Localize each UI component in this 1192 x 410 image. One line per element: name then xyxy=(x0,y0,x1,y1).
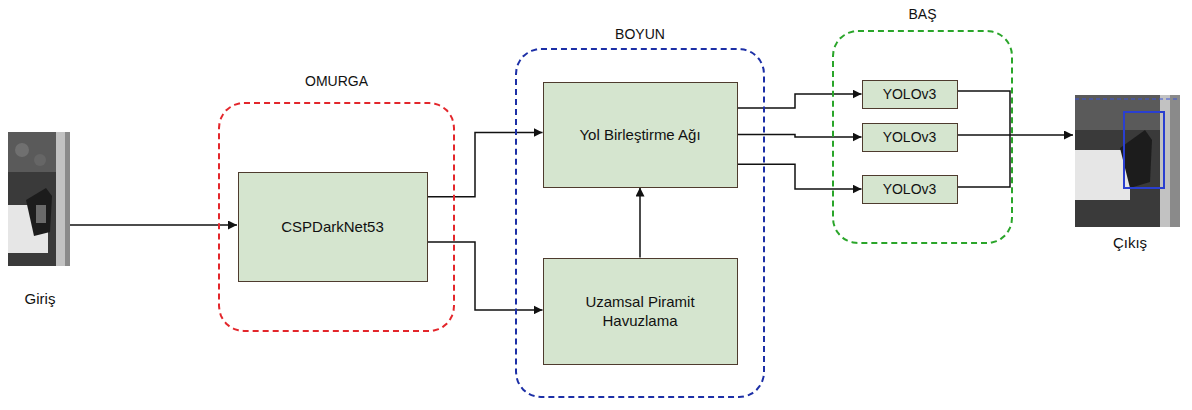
image-caption: Çıkış xyxy=(1113,234,1147,251)
merge-wire xyxy=(958,135,1010,187)
input-image xyxy=(8,132,70,266)
process-box: Yol Birleştirme Ağı xyxy=(543,82,738,188)
flow-arrow xyxy=(428,132,543,196)
process-box: Uzamsal Piramit Havuzlama xyxy=(543,258,738,365)
box-label: CSPDarkNet53 xyxy=(281,217,384,237)
box-label: YOLOv3 xyxy=(883,128,937,146)
box-label: Uzamsal Piramit Havuzlama xyxy=(565,292,715,331)
merge-wire xyxy=(958,91,1010,135)
process-box: YOLOv3 xyxy=(862,80,958,109)
process-box: YOLOv3 xyxy=(862,123,958,152)
flow-arrow xyxy=(738,164,862,189)
output-image xyxy=(1075,95,1180,227)
process-box: YOLOv3 xyxy=(862,175,958,204)
box-label: YOLOv3 xyxy=(883,180,937,198)
group-heading: BAŞ xyxy=(834,5,1011,23)
group-heading: BOYUN xyxy=(517,25,763,43)
input-arrow xyxy=(70,224,237,226)
box-label: YOLOv3 xyxy=(883,85,937,103)
box-label: Yol Birleştirme Ağı xyxy=(579,125,700,145)
output-arrow xyxy=(958,134,1073,136)
group-heading: OMURGA xyxy=(220,72,453,90)
image-caption: Giriş xyxy=(25,290,56,307)
dashed-group-frame: BAŞYOLOv3YOLOv3YOLOv3 xyxy=(832,30,1013,244)
process-box: CSPDarkNet53 xyxy=(238,172,428,282)
dashed-group-frame: BOYUNYol Birleştirme AğıUzamsal Piramit … xyxy=(515,48,765,398)
dashed-group-frame: OMURGACSPDarkNet53 xyxy=(218,102,455,332)
flow-arrow xyxy=(428,242,543,310)
flow-arrow xyxy=(738,135,862,138)
flow-arrow xyxy=(738,94,862,108)
flow-arrow xyxy=(639,188,641,258)
